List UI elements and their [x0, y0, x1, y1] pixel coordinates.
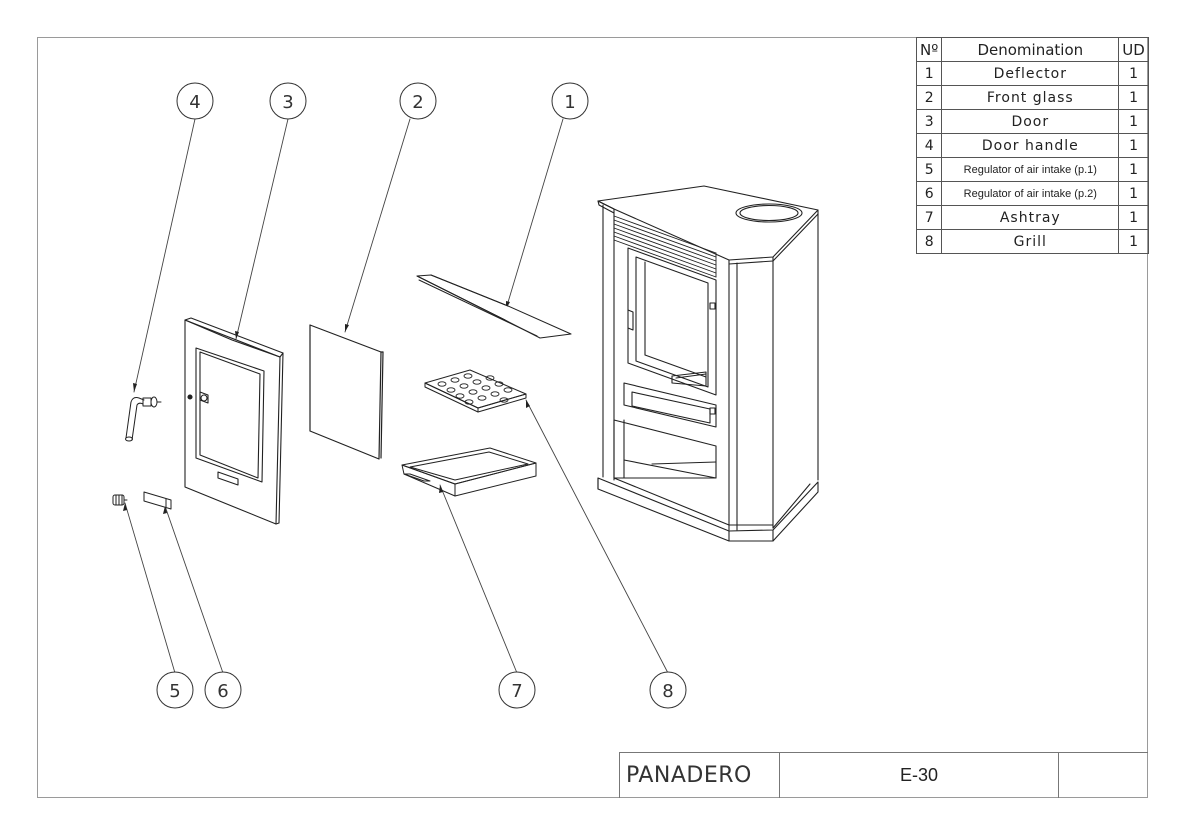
table-row: 7 Ashtray 1 — [915, 205, 1149, 230]
bom-cell-ud: 1 — [1118, 61, 1149, 86]
callout-4: 4 — [176, 82, 214, 120]
table-row: 1 Deflector 1 — [915, 61, 1149, 86]
callout-3: 3 — [269, 82, 307, 120]
table-row: 3 Door 1 — [915, 109, 1149, 134]
bom-cell-no: 5 — [915, 157, 943, 182]
arrowhead-7 — [439, 485, 443, 493]
leader-4 — [133, 118, 196, 393]
table-row: 2 Front glass 1 — [915, 85, 1149, 110]
leader-6 — [164, 505, 224, 674]
table-row: 6 Regulator of air intake (p.2) 1 — [915, 181, 1149, 206]
bom-cell-no: 4 — [915, 133, 943, 158]
bom-cell-ud: 1 — [1118, 181, 1149, 206]
callout-7: 7 — [498, 671, 536, 709]
bill-of-materials-table: Nº Denomination UD 1 Deflector 1 2 Front… — [915, 37, 1149, 254]
bom-cell-ud: 1 — [1118, 85, 1149, 110]
bom-cell-no: 3 — [915, 109, 943, 134]
bom-cell-ud: 1 — [1118, 157, 1149, 182]
callout-8: 8 — [649, 671, 687, 709]
bom-cell-ud: 1 — [1118, 109, 1149, 134]
leader-lines — [124, 118, 669, 674]
stove-body — [597, 185, 819, 542]
leader-7 — [439, 484, 518, 674]
title-block-model: PANADERO — [620, 753, 780, 798]
door-part — [184, 317, 284, 525]
svg-text:7: 7 — [511, 681, 522, 702]
table-row: 4 Door handle 1 — [915, 133, 1149, 158]
svg-text:1: 1 — [564, 92, 575, 113]
grill-holes — [437, 373, 513, 405]
arrowhead-4 — [133, 383, 137, 392]
arrowhead-2 — [345, 324, 349, 332]
bom-cell-name: Regulator of air intake (p.1) — [941, 157, 1120, 182]
drawing-frame — [37, 37, 1148, 798]
table-row: 5 Regulator of air intake (p.1) 1 — [915, 157, 1149, 182]
grill-part — [424, 369, 527, 413]
leader-8 — [525, 399, 669, 674]
leader-arrowheads — [123, 301, 530, 514]
callout-1: 1 — [551, 82, 589, 120]
leader-3 — [235, 118, 289, 340]
bom-cell-no: 7 — [915, 205, 943, 230]
bom-cell-name: Door — [941, 109, 1120, 134]
bom-cell-name: Regulator of air intake (p.2) — [941, 181, 1120, 206]
bom-cell-ud: 1 — [1118, 133, 1149, 158]
leader-5 — [124, 502, 176, 674]
callout-2: 2 — [399, 82, 437, 120]
leader-1 — [505, 118, 564, 310]
svg-text:8: 8 — [662, 681, 673, 702]
bom-header-denomination: Denomination — [941, 37, 1120, 62]
bom-cell-ud: 1 — [1118, 205, 1149, 230]
bom-cell-no: 2 — [915, 85, 943, 110]
bom-cell-name: Grill — [941, 229, 1120, 254]
title-block-empty-cell — [1059, 753, 1149, 798]
bom-cell-name: Front glass — [941, 85, 1120, 110]
air-regulator-p1-part — [112, 494, 128, 506]
svg-text:5: 5 — [169, 681, 180, 702]
ashtray-part — [401, 447, 537, 497]
bom-cell-no: 8 — [915, 229, 943, 254]
bom-cell-name: Deflector — [941, 61, 1120, 86]
arrowhead-8 — [526, 400, 530, 408]
bom-cell-ud: 1 — [1118, 229, 1149, 254]
svg-text:3: 3 — [282, 92, 293, 113]
callout-5: 5 — [156, 671, 194, 709]
leader-2 — [344, 118, 411, 333]
front-glass-part — [309, 324, 384, 460]
bom-header-row: Nº Denomination UD — [915, 37, 1149, 62]
bom-cell-name: Ashtray — [941, 205, 1120, 230]
callout-balloons: 4 3 2 1 5 6 7 8 — [156, 82, 687, 709]
svg-text:4: 4 — [189, 92, 200, 113]
arrowhead-6 — [163, 506, 167, 514]
door-handle-part — [125, 396, 162, 442]
bom-cell-no: 6 — [915, 181, 943, 206]
deflector-part — [416, 274, 572, 339]
svg-text:2: 2 — [412, 92, 423, 113]
svg-text:6: 6 — [217, 681, 228, 702]
stove-louvres — [613, 215, 717, 278]
air-regulator-p2-part — [143, 491, 172, 510]
arrowhead-5 — [123, 503, 127, 511]
callout-6: 6 — [204, 671, 242, 709]
bom-cell-no: 1 — [915, 61, 943, 86]
bom-header-ud: UD — [1118, 37, 1149, 62]
title-block: PANADERO E-30 — [619, 752, 1148, 798]
table-row: 8 Grill 1 — [915, 229, 1149, 254]
bom-cell-name: Door handle — [941, 133, 1120, 158]
bom-header-no: Nº — [915, 37, 943, 62]
title-block-code: E-30 — [780, 753, 1059, 798]
